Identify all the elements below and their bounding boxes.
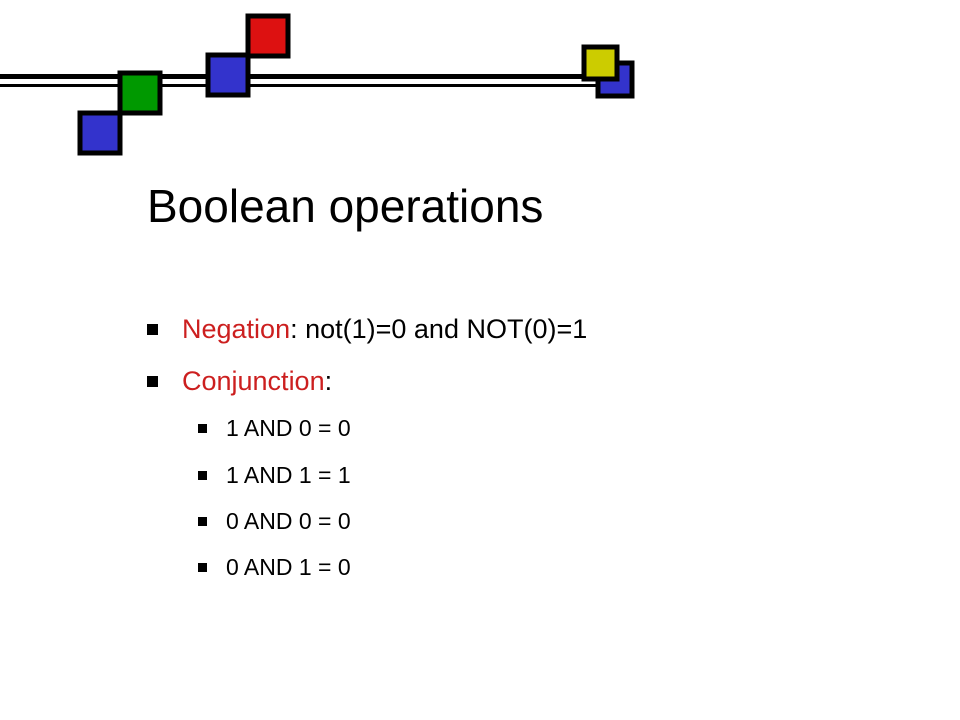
square-bullet-icon (198, 517, 207, 526)
bullet-definition: : not(1)=0 and NOT(0)=1 (290, 314, 588, 344)
bullet-text: Conjunction: (182, 363, 332, 399)
bullet-definition: : (324, 366, 333, 396)
bullet-text: Negation: not(1)=0 and NOT(0)=1 (182, 311, 587, 347)
slide-title: Boolean operations (147, 180, 544, 232)
bullet-term: Conjunction (182, 366, 325, 396)
sub-bullet-text: 0 AND 0 = 0 (226, 508, 351, 534)
decorative-header-graphic (0, 13, 635, 156)
square-bullet-icon (147, 324, 158, 335)
square-bullet-icon (198, 471, 207, 480)
square-bullet-icon (198, 563, 207, 572)
square-bullet-icon (198, 424, 207, 433)
sub-bullet-text: 1 AND 0 = 0 (226, 415, 351, 441)
bullet-term: Negation (182, 314, 291, 344)
sub-bullet-text: 1 AND 1 = 1 (226, 462, 351, 488)
blue-square-bottom-left (77, 110, 123, 156)
red-square (245, 13, 291, 59)
header-lines (0, 74, 606, 87)
square-bullet-icon (147, 376, 158, 387)
yellow-square (581, 44, 620, 82)
green-square (117, 70, 163, 116)
blue-square-middle (205, 52, 251, 98)
sub-bullet-text: 0 AND 1 = 0 (226, 554, 351, 580)
